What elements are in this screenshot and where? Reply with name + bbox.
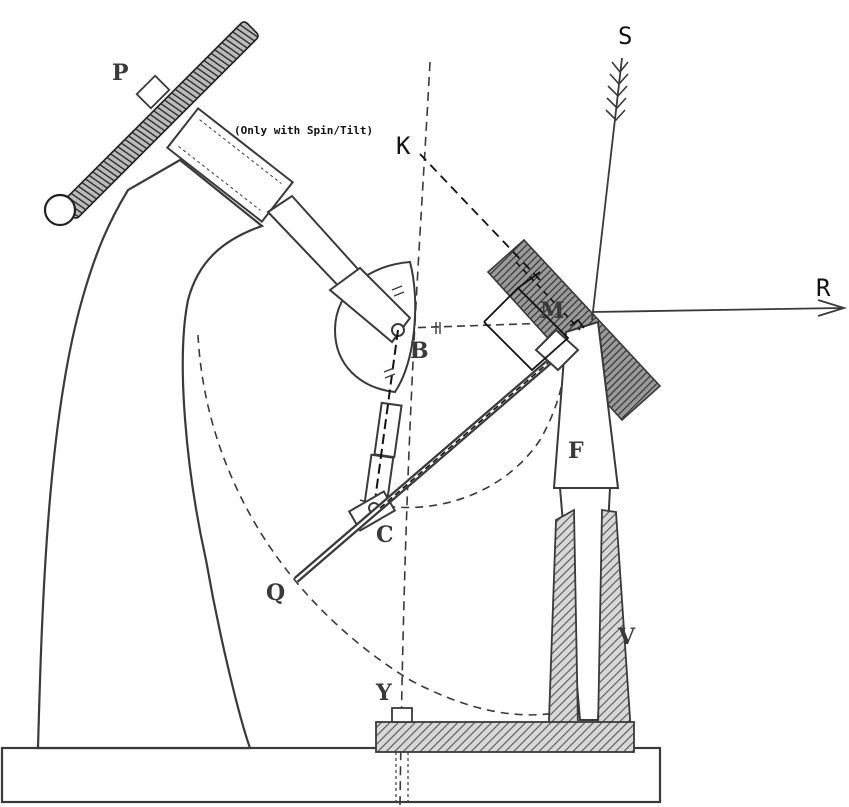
label-v: V (617, 624, 636, 650)
label-r: R (816, 274, 831, 302)
annotation-note: (Only with Spin/Tilt) (234, 124, 373, 137)
label-b: B (410, 338, 429, 364)
rod-extension (379, 355, 557, 509)
arm-sleeve (165, 106, 295, 224)
screw-y-head (391, 707, 413, 723)
stand-frame (36, 158, 265, 750)
label-k: K (396, 132, 411, 160)
screw-knob (43, 193, 77, 227)
arm-clamp (328, 266, 412, 344)
equal-ticks (383, 285, 441, 379)
label-q: Q (266, 580, 285, 606)
right-angle-mark (569, 318, 585, 329)
direction-r-line (591, 307, 843, 313)
normal-segment (517, 271, 541, 289)
direction-s-line (591, 57, 623, 321)
label-f: F (568, 438, 584, 464)
label-p: P (112, 60, 129, 86)
support-f (552, 320, 620, 489)
screw-nut (135, 74, 171, 110)
label-m: M (540, 298, 564, 324)
vertical-axis-line (399, 61, 431, 806)
rotation-arc (359, 334, 567, 509)
label-y: Y (375, 680, 392, 706)
base-block (375, 721, 635, 753)
label-c: C (376, 522, 394, 548)
arrow-feather-s (605, 61, 629, 122)
arrow-head-r (817, 299, 848, 317)
pendulum-arc (197, 334, 561, 716)
holder-m (534, 328, 580, 372)
label-s: S (618, 22, 632, 50)
base-plate (0, 746, 662, 804)
k-arm-dashed (515, 261, 581, 331)
normal-construction (483, 286, 570, 372)
